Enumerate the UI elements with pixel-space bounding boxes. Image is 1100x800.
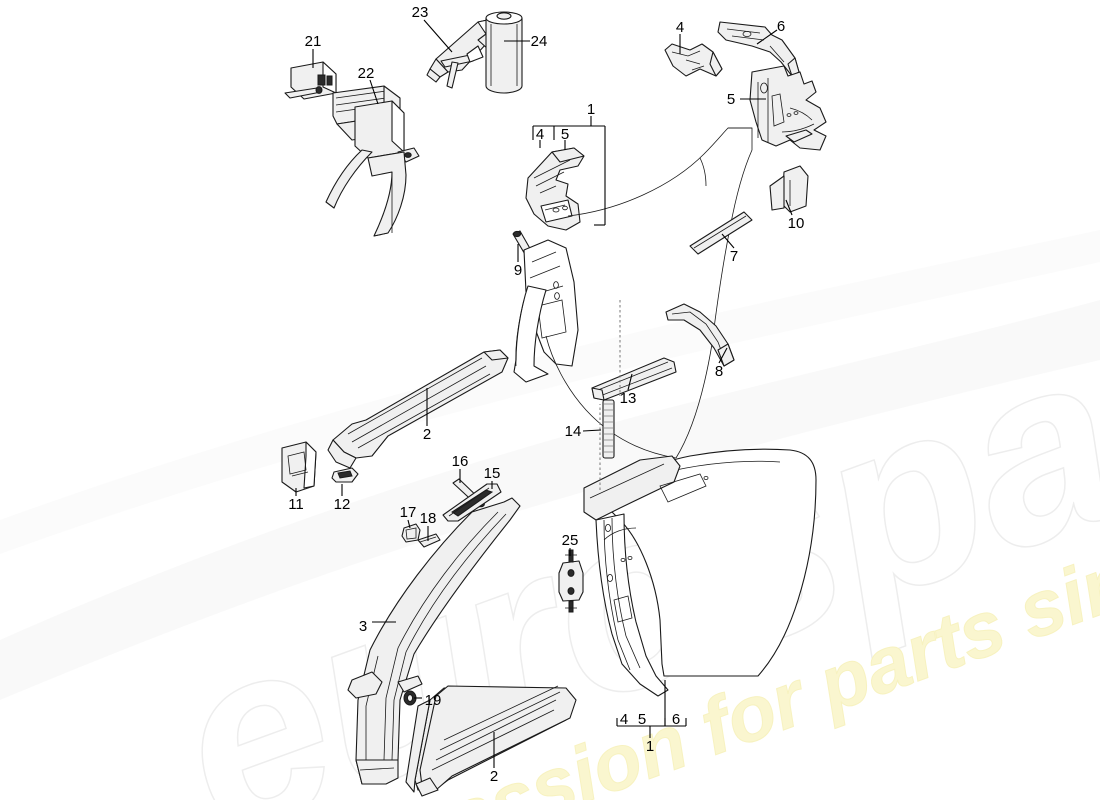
callout-8: 8 xyxy=(715,363,723,380)
part-4-upper-art xyxy=(664,43,723,77)
callout-1-bottom: 1 xyxy=(646,738,654,755)
body-reference-lines-art xyxy=(599,300,621,490)
callout-4-top: 4 xyxy=(536,126,544,143)
callout-4-bottom: 4 xyxy=(620,711,628,728)
part-14-art xyxy=(602,399,615,459)
callout-16: 16 xyxy=(452,453,469,470)
part-6-art xyxy=(717,21,800,77)
callout-18: 18 xyxy=(420,510,437,527)
part-24-art xyxy=(485,11,523,94)
callout-7: 7 xyxy=(730,248,738,265)
part-7-art xyxy=(689,211,753,255)
callout-23: 23 xyxy=(412,4,429,21)
part-11-art xyxy=(281,441,317,493)
part-5-upper-art xyxy=(749,65,827,151)
callout-22: 22 xyxy=(358,65,375,82)
bpillar-outline-art xyxy=(513,239,579,383)
callout-2-lower: 2 xyxy=(490,768,498,785)
part-12-art xyxy=(331,467,359,483)
part-10-art xyxy=(769,165,809,213)
part-19-art xyxy=(403,690,417,706)
part-1-group-art xyxy=(525,147,585,231)
part-21-art xyxy=(284,61,337,100)
callout-5-upper-right: 5 xyxy=(727,91,735,108)
rear-quarter-panel-art xyxy=(583,448,817,697)
part-22-art xyxy=(325,85,420,237)
callout-3: 3 xyxy=(359,618,367,635)
leader-line-layer xyxy=(295,19,793,768)
body-silhouette-upper-art xyxy=(545,127,753,459)
callout-4-upper-right: 4 xyxy=(676,19,684,36)
part-2-upper-art xyxy=(327,349,509,469)
callout-11: 11 xyxy=(288,496,304,513)
callout-5-top: 5 xyxy=(561,126,569,143)
callout-label-layer: 1 4 5 9 4 6 5 10 7 8 13 14 21 22 23 24 2… xyxy=(288,4,804,785)
callout-5-bottom: 5 xyxy=(638,711,646,728)
callout-24: 24 xyxy=(531,33,548,50)
part-15-art xyxy=(442,483,502,522)
callout-6: 6 xyxy=(777,18,785,35)
callout-12: 12 xyxy=(334,496,351,513)
callout-13: 13 xyxy=(620,390,637,407)
callout-21: 21 xyxy=(305,33,322,50)
part-art-layer xyxy=(281,11,827,797)
callout-2-upper: 2 xyxy=(423,426,431,443)
callout-19: 19 xyxy=(425,692,442,709)
part-8-art xyxy=(665,303,735,367)
part-3-art xyxy=(347,497,521,785)
callout-9: 9 xyxy=(514,262,522,279)
callout-1-top: 1 xyxy=(587,101,595,118)
callout-10: 10 xyxy=(788,215,805,232)
part-25-art xyxy=(558,549,584,613)
callout-15: 15 xyxy=(484,465,501,482)
callout-14: 14 xyxy=(565,423,582,440)
callout-25: 25 xyxy=(562,532,579,549)
callout-6-bottom: 6 xyxy=(672,711,680,728)
callout-17: 17 xyxy=(400,504,417,521)
